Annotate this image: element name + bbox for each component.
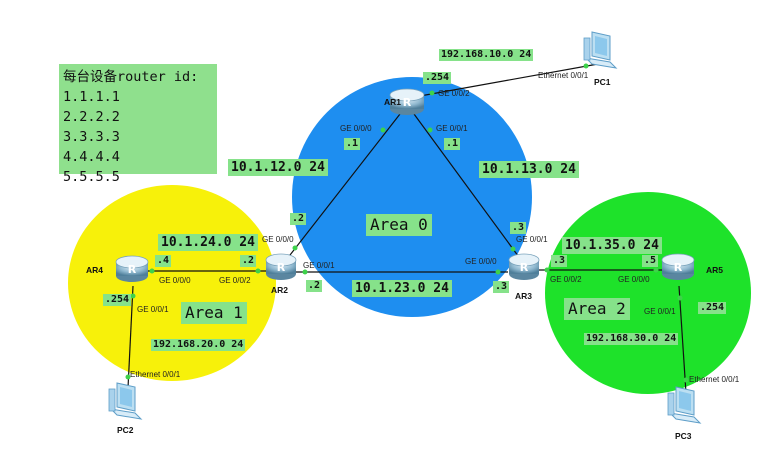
router-icon: R: [277, 261, 286, 274]
ip-ar1-ar2: .1: [344, 138, 361, 150]
port-ar2-ge001: GE 0/0/1: [303, 261, 335, 270]
router-ar1[interactable]: R: [389, 88, 425, 115]
network-label-10-1-35: 10.1.35.0 24: [562, 237, 662, 254]
router-ar3[interactable]: R: [508, 253, 540, 280]
router-id-ar1: 1.1.1.1: [63, 89, 120, 105]
port-ar2-ge000: GE 0/0/0: [262, 235, 294, 244]
device-label-pc3: PC3: [675, 431, 692, 441]
port-ar5-ge000: GE 0/0/0: [618, 275, 650, 284]
port-dot: [380, 127, 386, 133]
port-ar4-ge001: GE 0/0/1: [137, 305, 169, 314]
port-ar2-ge002: GE 0/0/2: [219, 276, 251, 285]
pc2-icon[interactable]: [108, 382, 143, 420]
ip-ar5-pc3: .254: [698, 302, 727, 314]
pc1-icon[interactable]: [583, 31, 618, 69]
port-ar5-ge001: GE 0/0/1: [644, 307, 676, 316]
port-dot: [583, 63, 589, 69]
ip-ar4-pc2: .254: [103, 294, 132, 306]
port-pc3-eth: Ethernet 0/0/1: [689, 375, 740, 384]
device-label-ar1: AR1: [384, 97, 402, 107]
device-label-pc1: PC1: [594, 77, 611, 87]
port-ar3-ge000: GE 0/0/0: [465, 257, 497, 266]
router-id-ar3: 3.3.3.3: [63, 129, 120, 145]
pc3-icon[interactable]: [667, 386, 702, 424]
link-ar4-pc2: [127, 285, 134, 389]
port-dot: [495, 269, 501, 275]
device-label-pc2: PC2: [117, 425, 134, 435]
link-ar1-ar3: [413, 113, 525, 265]
port-pc1-eth: Ethernet 0/0/1: [538, 71, 589, 80]
link-ar5-pc3: [678, 285, 687, 394]
device-label-ar2: AR2: [271, 285, 289, 295]
port-dot: [677, 295, 683, 301]
port-ar1-ge000: GE 0/0/0: [340, 124, 372, 133]
router-icon: R: [520, 261, 529, 274]
ip-ar5-ar3: .5: [642, 255, 659, 267]
router-id-ar5: 5.5.5.5: [63, 169, 120, 185]
ip-ar3-ar5: .3: [551, 255, 568, 267]
port-dot: [544, 267, 550, 273]
area1-label: Area 1: [181, 302, 247, 324]
router-id-note: 每台设备router id: 1.1.1.1 2.2.2.2 3.3.3.3 4…: [59, 64, 217, 185]
ip-ar2-ar1: .2: [290, 213, 307, 225]
port-dot: [429, 90, 435, 96]
router-ar4[interactable]: R: [115, 255, 149, 282]
area0-label: Area 0: [366, 214, 432, 236]
port-ar3-ge002: GE 0/0/2: [550, 275, 582, 284]
router-icon: R: [128, 263, 137, 276]
network-label-10-1-24: 10.1.24.0 24: [158, 234, 258, 251]
port-dot: [302, 269, 308, 275]
area2-zone: [545, 192, 751, 394]
port-dot: [510, 246, 516, 252]
router-id-title: 每台设备router id:: [63, 69, 199, 85]
port-dot: [149, 268, 155, 274]
router-id-ar4: 4.4.4.4: [63, 149, 120, 165]
port-dot: [255, 268, 261, 274]
network-label-192-168-30: 192.168.30.0 24: [584, 333, 679, 345]
area2-label: Area 2: [564, 298, 630, 320]
port-ar4-ge000: GE 0/0/0: [159, 276, 191, 285]
ip-ar4-ar2: .4: [155, 255, 172, 267]
router-ar2[interactable]: R: [265, 253, 297, 280]
ip-ar3-ar1: .3: [510, 222, 527, 234]
ip-ar1-pc1: .254: [423, 72, 452, 84]
port-ar1-ge001: GE 0/0/1: [436, 124, 468, 133]
port-ar3-ge001: GE 0/0/1: [516, 235, 548, 244]
ip-ar1-ar3: .1: [444, 138, 461, 150]
port-dot: [427, 127, 433, 133]
router-ar5[interactable]: R: [661, 253, 695, 280]
network-label-10-1-23: 10.1.23.0 24: [352, 280, 452, 297]
router-icon: R: [674, 261, 683, 274]
network-label-192-168-10: 192.168.10.0 24: [439, 49, 534, 61]
network-label-10-1-13: 10.1.13.0 24: [479, 161, 579, 178]
device-label-ar4: AR4: [86, 265, 104, 275]
router-id-ar2: 2.2.2.2: [63, 109, 120, 125]
area0-zone: [292, 77, 532, 317]
port-dot: [292, 245, 298, 251]
port-ar1-ge002: GE 0/0/2: [438, 89, 470, 98]
port-dot: [683, 377, 689, 383]
link-ar1-ar2: [282, 113, 401, 265]
port-pc2-eth: Ethernet 0/0/1: [130, 370, 181, 379]
port-dot: [653, 267, 659, 273]
network-label-192-168-20: 192.168.20.0 24: [151, 339, 246, 351]
ip-ar2-ar4: .2: [240, 255, 257, 267]
ip-ar2-ar3: .2: [306, 280, 323, 292]
device-label-ar5: AR5: [706, 265, 724, 275]
device-label-ar3: AR3: [515, 291, 533, 301]
port-dot: [130, 293, 136, 299]
port-dot: [125, 374, 131, 380]
link-ar1-pc1: [419, 63, 599, 97]
router-icon: R: [403, 96, 412, 109]
network-label-10-1-12: 10.1.12.0 24: [228, 159, 328, 176]
ip-ar3-ar2: .3: [493, 281, 510, 293]
